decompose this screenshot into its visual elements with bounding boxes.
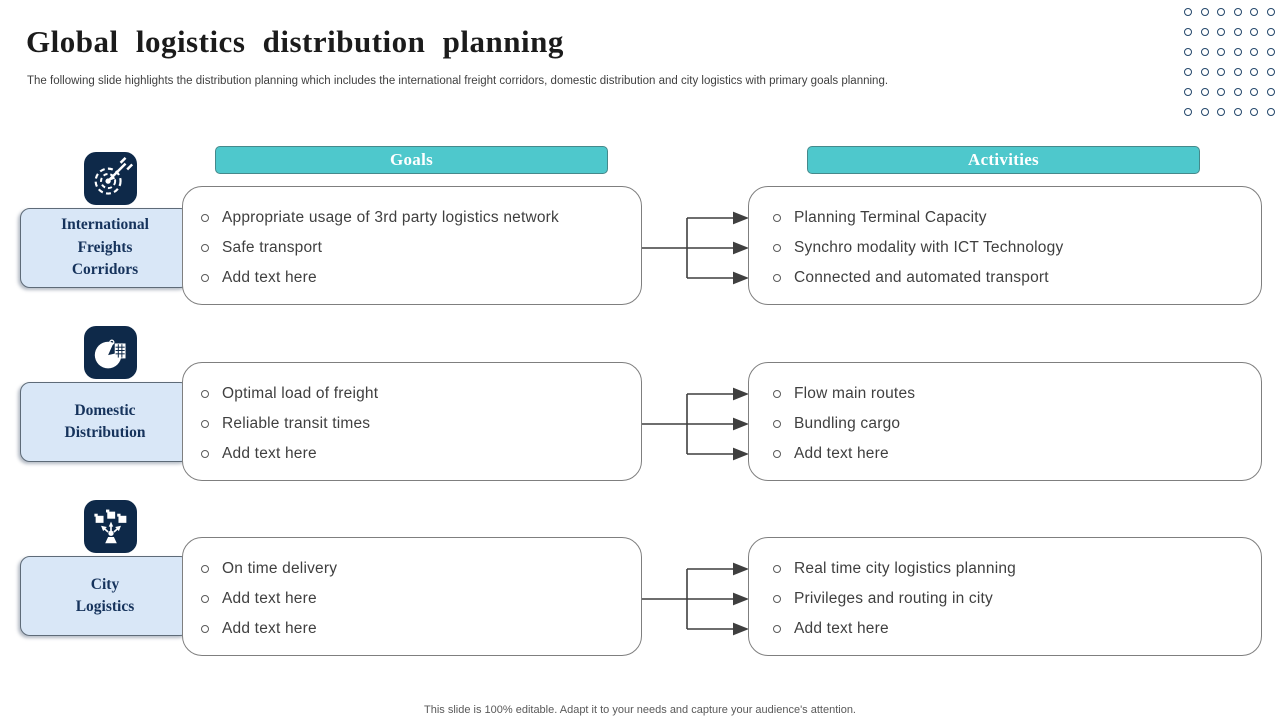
bullet-circle-icon <box>773 595 781 603</box>
bullet-circle-icon <box>201 274 209 282</box>
row-label-international-freights-corridors: International Freights Corridors <box>20 208 190 288</box>
add-text-placeholder[interactable]: Add text here <box>201 439 631 469</box>
activity-item: Flow main routes <box>773 379 1251 409</box>
connector-arrows <box>642 211 748 285</box>
slide-footer-note: This slide is 100% editable. Adapt it to… <box>424 704 856 716</box>
slide-title: Global logistics distribution planning <box>26 24 564 59</box>
bullet-circle-icon <box>773 625 781 633</box>
goal-item: Optimal load of freight <box>201 379 631 409</box>
placeholder-text: Add text here <box>222 620 317 637</box>
goals-box-row1: Appropriate usage of 3rd party logistics… <box>182 186 642 305</box>
activities-box-row1: Planning Terminal Capacity Synchro modal… <box>748 186 1262 305</box>
bullet-circle-icon <box>201 244 209 252</box>
bullet-circle-icon <box>201 214 209 222</box>
bullet-circle-icon <box>201 450 209 458</box>
bullet-circle-icon <box>773 274 781 282</box>
bullet-circle-icon <box>201 420 209 428</box>
bullet-circle-icon <box>773 390 781 398</box>
bullet-circle-icon <box>773 450 781 458</box>
bullet-circle-icon <box>201 625 209 633</box>
goal-item-text: Reliable transit times <box>222 415 371 432</box>
activities-box-row3: Real time city logistics planning Privil… <box>748 537 1262 656</box>
goals-box-row2: Optimal load of freight Reliable transit… <box>182 362 642 481</box>
activity-item: Privileges and routing in city <box>773 584 1251 614</box>
row-label-text: City Logistics <box>75 575 135 615</box>
activity-item-text: Synchro modality with ICT Technology <box>794 239 1064 256</box>
activities-box-row2: Flow main routes Bundling cargo Add text… <box>748 362 1262 481</box>
add-text-placeholder[interactable]: Add text here <box>201 584 631 614</box>
placeholder-text: Add text here <box>222 590 317 607</box>
bullet-circle-icon <box>773 244 781 252</box>
row-label-text: International Freights Corridors <box>61 216 149 279</box>
goal-item-text: On time delivery <box>222 560 338 577</box>
connector-arrows <box>642 387 748 461</box>
activity-item-text: Planning Terminal Capacity <box>794 209 987 226</box>
activity-item-text: Connected and automated transport <box>794 269 1049 286</box>
add-text-placeholder[interactable]: Add text here <box>773 614 1251 644</box>
bullet-circle-icon <box>773 214 781 222</box>
activity-item-text: Real time city logistics planning <box>794 560 1016 577</box>
bullet-circle-icon <box>773 565 781 573</box>
connector-arrows <box>642 562 748 636</box>
activity-item: Planning Terminal Capacity <box>773 203 1251 233</box>
placeholder-text: Add text here <box>222 269 317 286</box>
row-label-domestic-distribution: Domestic Distribution <box>20 382 190 462</box>
add-text-placeholder[interactable]: Add text here <box>201 263 631 293</box>
slide-subtitle: The following slide highlights the distr… <box>27 75 889 87</box>
activity-item-text: Bundling cargo <box>794 415 901 432</box>
activity-item-text: Flow main routes <box>794 385 916 402</box>
target-dart-icon <box>84 152 137 205</box>
activities-column-header: Activities <box>807 146 1200 174</box>
dot-grid-decoration <box>1184 8 1275 116</box>
row-label-text: Domestic Distribution <box>64 401 146 441</box>
activity-item: Bundling cargo <box>773 409 1251 439</box>
pie-chart-icon <box>84 326 137 379</box>
placeholder-text: Add text here <box>794 445 889 462</box>
goal-item: On time delivery <box>201 554 631 584</box>
distribution-network-icon <box>84 500 137 553</box>
goal-item: Appropriate usage of 3rd party logistics… <box>201 203 631 233</box>
goals-column-header: Goals <box>215 146 608 174</box>
activity-item-text: Privileges and routing in city <box>794 590 993 607</box>
bullet-circle-icon <box>201 390 209 398</box>
bullet-circle-icon <box>773 420 781 428</box>
goal-item-text: Safe transport <box>222 239 323 256</box>
add-text-placeholder[interactable]: Add text here <box>773 439 1251 469</box>
goal-item: Safe transport <box>201 233 631 263</box>
bullet-circle-icon <box>201 595 209 603</box>
activity-item: Connected and automated transport <box>773 263 1251 293</box>
placeholder-text: Add text here <box>222 445 317 462</box>
row-label-city-logistics: City Logistics <box>20 556 190 636</box>
goal-item-text: Appropriate usage of 3rd party logistics… <box>222 209 559 226</box>
goal-item: Reliable transit times <box>201 409 631 439</box>
add-text-placeholder[interactable]: Add text here <box>201 614 631 644</box>
placeholder-text: Add text here <box>794 620 889 637</box>
bullet-circle-icon <box>201 565 209 573</box>
goal-item-text: Optimal load of freight <box>222 385 379 402</box>
activity-item: Synchro modality with ICT Technology <box>773 233 1251 263</box>
activity-item: Real time city logistics planning <box>773 554 1251 584</box>
goals-box-row3: On time delivery Add text here Add text … <box>182 537 642 656</box>
